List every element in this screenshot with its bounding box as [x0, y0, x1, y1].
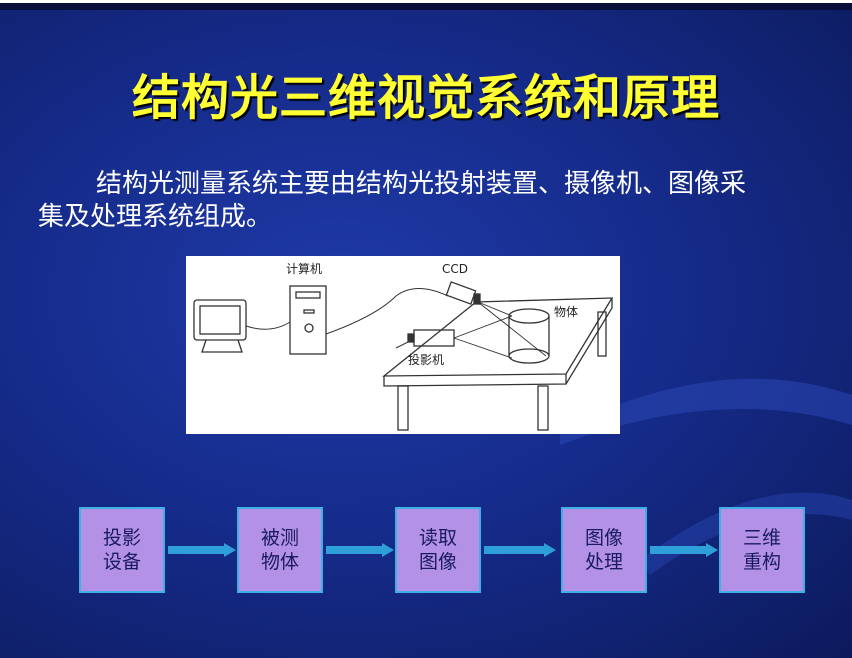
projector-label: 投影机: [408, 352, 444, 367]
flow-step-measured-object: 被测 物体: [237, 507, 323, 593]
computer-tower-drawing: [289, 285, 327, 355]
flow-step-image-processing: 图像 处理: [561, 507, 647, 593]
table-drawing: [382, 297, 614, 431]
monitor-drawing: [193, 299, 247, 353]
flow-step-3d-reconstruction: 三维 重构: [719, 507, 805, 593]
top-band: [0, 3, 852, 10]
slide-title: 结构光三维视觉系统和原理: [131, 70, 720, 126]
body-paragraph: 结构光测量系统主要由结构光投射装置、摄像机、图像采集及处理系统组成。: [38, 169, 747, 232]
projection-rays: [453, 301, 547, 359]
computer-label: 计算机: [286, 261, 322, 276]
cable-lines: [245, 288, 449, 349]
arrow-right-icon: [168, 543, 236, 557]
cylinder-object-drawing: [508, 308, 550, 364]
flow-step-read-image: 读取 图像: [395, 507, 481, 593]
ccd-camera-drawing: [445, 281, 481, 305]
system-figure: 计算机 CCD 投影机: [186, 256, 620, 434]
object-label: 物体: [554, 305, 578, 319]
arrow-right-icon: [326, 543, 394, 557]
ccd-label: CCD: [442, 262, 468, 276]
top-border: [0, 0, 852, 3]
arrow-right-icon: [650, 543, 718, 557]
flow-step-projection-device: 投影 设备: [79, 507, 165, 593]
arrow-right-icon: [484, 543, 556, 557]
process-flow: 投影 设备 被测 物体 读取 图像 图像 处理 三维 重构: [0, 507, 852, 597]
